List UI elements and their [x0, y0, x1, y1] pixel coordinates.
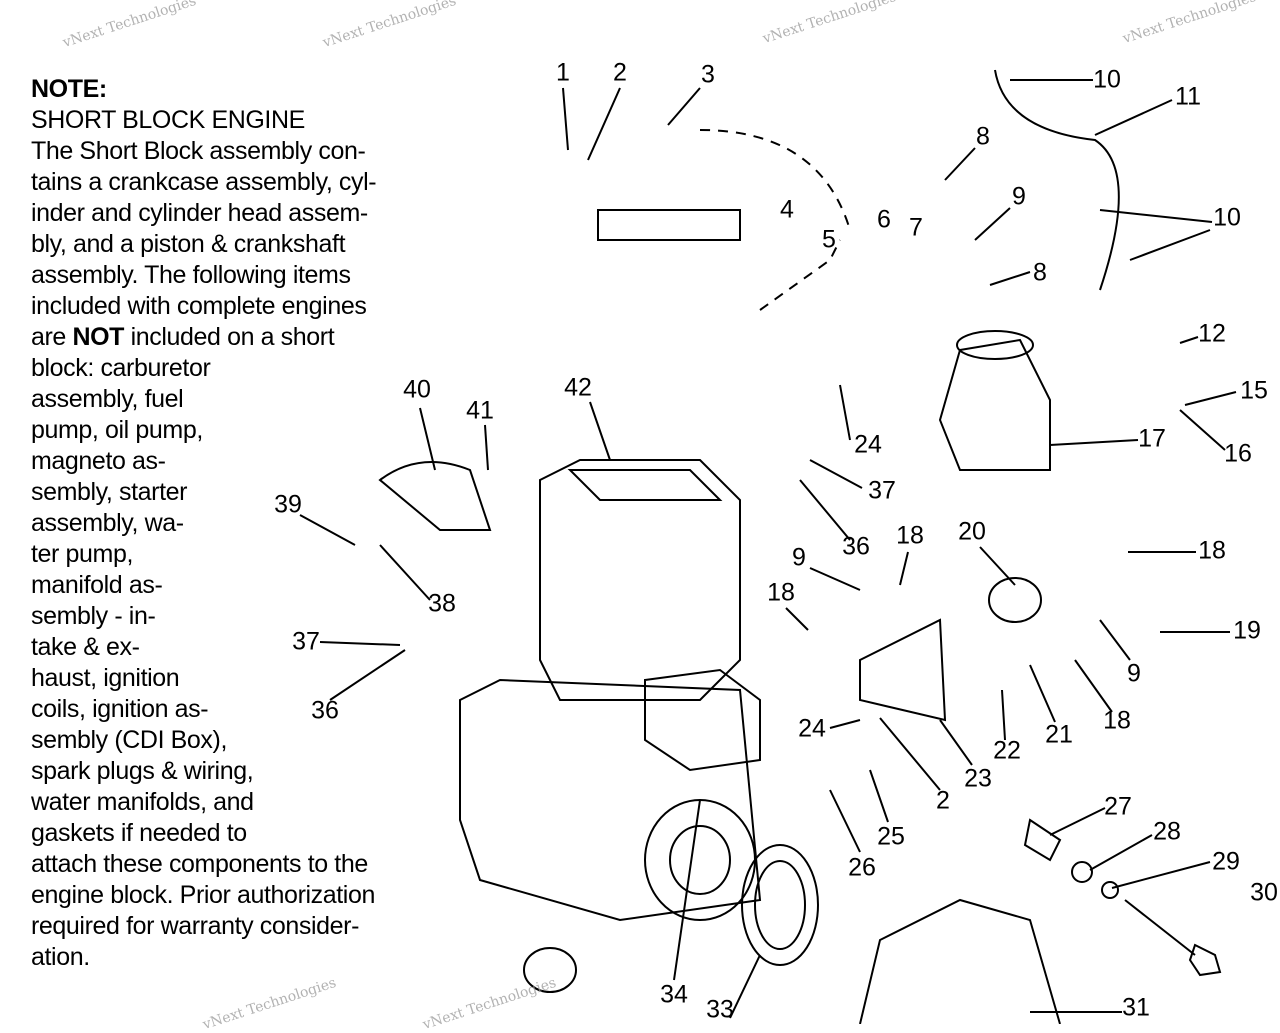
note-line: take & ex- — [31, 633, 140, 661]
part-number-callout: 22 — [993, 736, 1021, 765]
part-number-callout: 17 — [1138, 424, 1166, 453]
part-number-callout: 38 — [428, 589, 456, 618]
note-line: water manifolds, and — [31, 788, 254, 816]
note-line: assembly, wa- — [31, 509, 184, 537]
note-line: haust, ignition — [31, 664, 180, 692]
part-number-callout: 15 — [1240, 376, 1268, 405]
note-line: bly, and a piston & crankshaft — [31, 230, 346, 258]
part-number-callout: 34 — [660, 980, 688, 1009]
part-number-callout: 8 — [976, 122, 990, 151]
part-number-callout: 18 — [767, 578, 795, 607]
part-number-callout: 8 — [1033, 258, 1047, 287]
note-line: gaskets if needed to — [31, 819, 247, 847]
part-number-callout: 30 — [1250, 878, 1278, 907]
part-number-callout: 9 — [1012, 182, 1026, 211]
part-number-callout: 10 — [1093, 65, 1121, 94]
part-number-callout: 37 — [868, 476, 896, 505]
part-number-callout: 24 — [798, 714, 826, 743]
part-number-callout: 23 — [964, 764, 992, 793]
part-number-callout: 39 — [274, 490, 302, 519]
note-line: sembly - in- — [31, 602, 156, 630]
part-number-callout: 29 — [1212, 847, 1240, 876]
part-number-callout: 40 — [403, 375, 431, 404]
part-number-callout: 25 — [877, 822, 905, 851]
note-line: sembly (CDI Box), — [31, 726, 228, 754]
part-number-callout: 36 — [842, 532, 870, 561]
part-number-callout: 18 — [896, 521, 924, 550]
note-line: spark plugs & wiring, — [31, 757, 254, 785]
part-number-callout: 2 — [613, 58, 627, 87]
part-number-callout: 19 — [1233, 616, 1261, 645]
part-number-callout: 16 — [1224, 439, 1252, 468]
part-number-callout: 18 — [1198, 536, 1226, 565]
part-number-callout: 18 — [1103, 706, 1131, 735]
part-number-callout: 11 — [1175, 82, 1201, 111]
note-line: required for warranty consider- — [31, 912, 360, 940]
part-number-callout: 37 — [292, 627, 320, 656]
short-block-note: NOTE: SHORT BLOCK ENGINE The Short Block … — [31, 74, 451, 973]
part-number-callout: 20 — [958, 517, 986, 546]
part-number-callout: 7 — [909, 213, 923, 242]
part-number-callout: 9 — [1127, 659, 1141, 688]
part-number-callout: 12 — [1198, 319, 1226, 348]
note-line: manifold as- — [31, 571, 163, 599]
note-line: attach these components to the — [31, 850, 368, 878]
part-number-callout: 2 — [936, 786, 950, 815]
part-number-callout: 24 — [854, 430, 882, 459]
part-number-callout: 28 — [1153, 817, 1181, 846]
note-line: assembly. The following items — [31, 261, 351, 289]
part-number-callout: 5 — [822, 225, 836, 254]
note-line: magneto as- — [31, 447, 166, 475]
part-number-callout: 9 — [792, 543, 806, 572]
note-line: are NOT included on a short — [31, 322, 451, 353]
note-line: ter pump, — [31, 540, 134, 568]
note-emphasis: NOT — [72, 323, 125, 351]
part-number-callout: 4 — [780, 195, 794, 224]
part-number-callout: 21 — [1045, 720, 1073, 749]
note-line: ation. — [31, 943, 90, 971]
part-number-callout: 10 — [1213, 203, 1241, 232]
part-number-callout: 33 — [706, 995, 734, 1024]
part-number-callout: 3 — [701, 60, 715, 89]
note-line: pump, oil pump, — [31, 416, 203, 444]
note-line: engine block. Prior authorization — [31, 881, 375, 909]
part-number-callout: 42 — [564, 373, 592, 402]
note-line: coils, ignition as- — [31, 695, 209, 723]
note-line: inder and cylinder head assem- — [31, 199, 368, 227]
part-number-callout: 6 — [877, 205, 891, 234]
part-number-callout: 31 — [1122, 993, 1150, 1022]
note-text: are — [31, 323, 73, 351]
part-number-callout: 41 — [466, 396, 494, 425]
part-number-callout: 26 — [848, 853, 876, 882]
part-number-callout: 36 — [311, 696, 339, 725]
note-title: NOTE: — [31, 75, 107, 103]
note-line: sembly, starter — [31, 478, 188, 506]
note-line: assembly, fuel — [31, 385, 184, 413]
note-line: tains a crankcase assembly, cyl- — [31, 168, 377, 196]
note-line: included with complete engines — [31, 292, 367, 320]
part-number-callout: 27 — [1104, 792, 1132, 821]
note-text: included on a short — [124, 323, 335, 351]
note-body: SHORT BLOCK ENGINE The Short Block assemb… — [31, 105, 451, 973]
note-line: SHORT BLOCK ENGINE — [31, 106, 305, 134]
note-line: block: carburetor — [31, 354, 211, 382]
part-number-callout: 1 — [556, 58, 570, 87]
note-line: The Short Block assembly con- — [31, 137, 366, 165]
